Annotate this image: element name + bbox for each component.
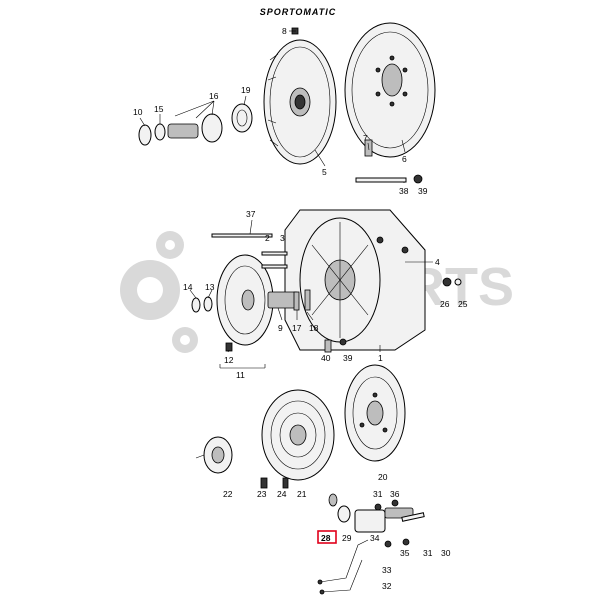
input-bearings bbox=[138, 103, 253, 146]
callout-9[interactable]: 9 bbox=[278, 323, 283, 333]
callout-39-upper[interactable]: 39 bbox=[418, 186, 428, 196]
callout-20[interactable]: 20 bbox=[378, 472, 388, 482]
callout-7[interactable]: 7 bbox=[363, 133, 368, 143]
callout-1[interactable]: 1 bbox=[378, 353, 383, 363]
transmission-housing bbox=[284, 209, 426, 351]
callout-33[interactable]: 33 bbox=[382, 565, 392, 575]
callout-31-upper[interactable]: 31 bbox=[373, 489, 383, 499]
callout-37[interactable]: 37 bbox=[246, 209, 256, 219]
callout-15[interactable]: 15 bbox=[154, 104, 164, 114]
callout-28[interactable]: 28 bbox=[321, 533, 331, 543]
callout-32[interactable]: 32 bbox=[382, 581, 392, 591]
callout-35[interactable]: 35 bbox=[400, 548, 410, 558]
release-fork-assembly bbox=[328, 493, 425, 548]
callout-23[interactable]: 23 bbox=[257, 489, 267, 499]
callout-39-lower[interactable]: 39 bbox=[343, 353, 353, 363]
callout-5[interactable]: 5 bbox=[322, 167, 327, 177]
callout-34[interactable]: 34 bbox=[370, 533, 380, 543]
callout-26[interactable]: 26 bbox=[440, 299, 450, 309]
callout-11[interactable]: 11 bbox=[236, 370, 245, 380]
release-bearing bbox=[195, 436, 289, 489]
callout-12[interactable]: 12 bbox=[224, 355, 234, 365]
callout-36[interactable]: 36 bbox=[390, 489, 400, 499]
callout-18[interactable]: 18 bbox=[309, 323, 319, 333]
callout-2[interactable]: 2 bbox=[265, 233, 270, 243]
callout-3[interactable]: 3 bbox=[280, 233, 285, 243]
small-fasteners bbox=[293, 277, 462, 353]
callout-labels: 8 10 15 16 19 5 6 7 38 39 37 2 3 4 14 13… bbox=[133, 26, 468, 591]
watermark-gear-icon bbox=[120, 231, 198, 353]
callout-19[interactable]: 19 bbox=[241, 85, 251, 95]
callout-13[interactable]: 13 bbox=[205, 282, 215, 292]
torque-converter bbox=[263, 39, 337, 165]
callout-30[interactable]: 30 bbox=[441, 548, 451, 558]
leader-lines bbox=[139, 30, 433, 369]
clutch-carrier-plate bbox=[191, 251, 299, 352]
flex-plate bbox=[344, 22, 436, 158]
callout-21[interactable]: 21 bbox=[297, 489, 307, 499]
callout-16[interactable]: 16 bbox=[209, 91, 219, 101]
callout-14[interactable]: 14 bbox=[183, 282, 193, 292]
callout-25[interactable]: 25 bbox=[458, 299, 468, 309]
callout-29[interactable]: 29 bbox=[342, 533, 352, 543]
linkage-rods bbox=[317, 539, 369, 595]
callout-8[interactable]: 8 bbox=[282, 26, 287, 36]
long-stud bbox=[211, 233, 273, 238]
callout-4[interactable]: 4 bbox=[435, 257, 440, 267]
highlight-box-28 bbox=[317, 530, 337, 544]
callout-24[interactable]: 24 bbox=[277, 489, 287, 499]
callout-6[interactable]: 6 bbox=[402, 154, 407, 164]
clutch-disc bbox=[344, 364, 406, 462]
callout-31-lower[interactable]: 31 bbox=[423, 548, 433, 558]
diagram-title: SPORTOMATIC bbox=[260, 7, 337, 17]
callout-22[interactable]: 22 bbox=[223, 489, 233, 499]
pressure-plate bbox=[261, 389, 335, 481]
callout-40[interactable]: 40 bbox=[321, 353, 331, 363]
callout-17[interactable]: 17 bbox=[292, 323, 302, 333]
callout-38[interactable]: 38 bbox=[399, 186, 409, 196]
callout-10[interactable]: 10 bbox=[133, 107, 143, 117]
